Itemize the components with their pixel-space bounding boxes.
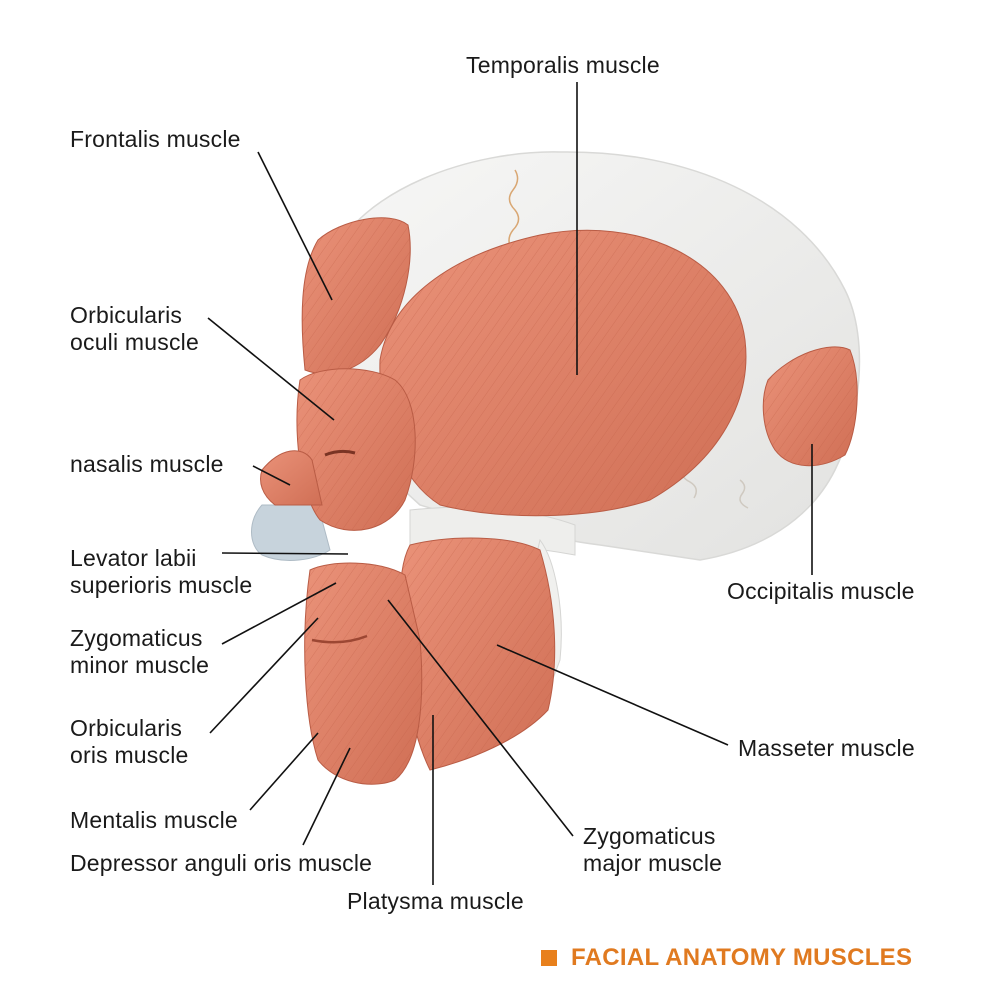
- label-line: oris muscle: [70, 742, 189, 768]
- nasalis-leader: [252, 465, 291, 486]
- frontalis-leader: [257, 151, 333, 301]
- label-temporalis: Temporalis muscle: [466, 52, 660, 78]
- label-levator-labii: Levator labii superioris muscle: [70, 545, 252, 599]
- label-line: Levator labii: [70, 545, 197, 571]
- label-masseter: Masseter muscle: [738, 735, 915, 761]
- depressor-anguli-oris-leader: [302, 747, 351, 846]
- label-occipitalis: Occipitalis muscle: [727, 578, 915, 604]
- label-zygomaticus-minor: Zygomaticus minor muscle: [70, 625, 209, 679]
- eye-slit: [324, 449, 356, 457]
- label-orbicularis-oris: Orbicularis oris muscle: [70, 715, 189, 769]
- orbicularis-oris-leader: [209, 617, 319, 734]
- label-line: major muscle: [583, 850, 723, 876]
- levator-labii-leader: [221, 552, 349, 555]
- label-line: superioris muscle: [70, 572, 253, 598]
- zygomaticus-major-leader: [387, 599, 574, 837]
- title-row: FACIAL ANATOMY MUSCLES: [541, 944, 912, 972]
- label-mentalis: Mentalis muscle: [70, 807, 238, 833]
- nasalis-shape: [260, 450, 323, 506]
- label-nasalis: nasalis muscle: [70, 451, 224, 477]
- mouth-line: [311, 634, 368, 644]
- label-frontalis: Frontalis muscle: [70, 126, 241, 152]
- label-line: oculi muscle: [70, 329, 199, 355]
- diagram-title: FACIAL ANATOMY MUSCLES: [571, 944, 913, 971]
- label-line: Zygomaticus: [583, 823, 716, 849]
- label-line: Orbicularis: [70, 302, 183, 328]
- label-platysma: Platysma muscle: [347, 888, 524, 914]
- masseter-leader: [496, 644, 729, 746]
- label-depressor-anguli-oris: Depressor anguli oris muscle: [70, 850, 373, 876]
- label-line: Zygomaticus: [70, 625, 203, 651]
- label-orbicularis-oculi: Orbicularis oculi muscle: [70, 302, 199, 356]
- label-zygomaticus-major: Zygomaticus major muscle: [583, 823, 722, 877]
- title-square-marker: [541, 950, 557, 966]
- label-line: minor muscle: [70, 652, 210, 678]
- zygomaticus-minor-leader: [221, 582, 337, 645]
- mentalis-leader: [249, 732, 319, 811]
- nasal-cartilage: [251, 504, 331, 561]
- label-line: Orbicularis: [70, 715, 183, 741]
- coronal-suture: [508, 169, 520, 253]
- orbicularis-oculi-leader: [207, 317, 335, 421]
